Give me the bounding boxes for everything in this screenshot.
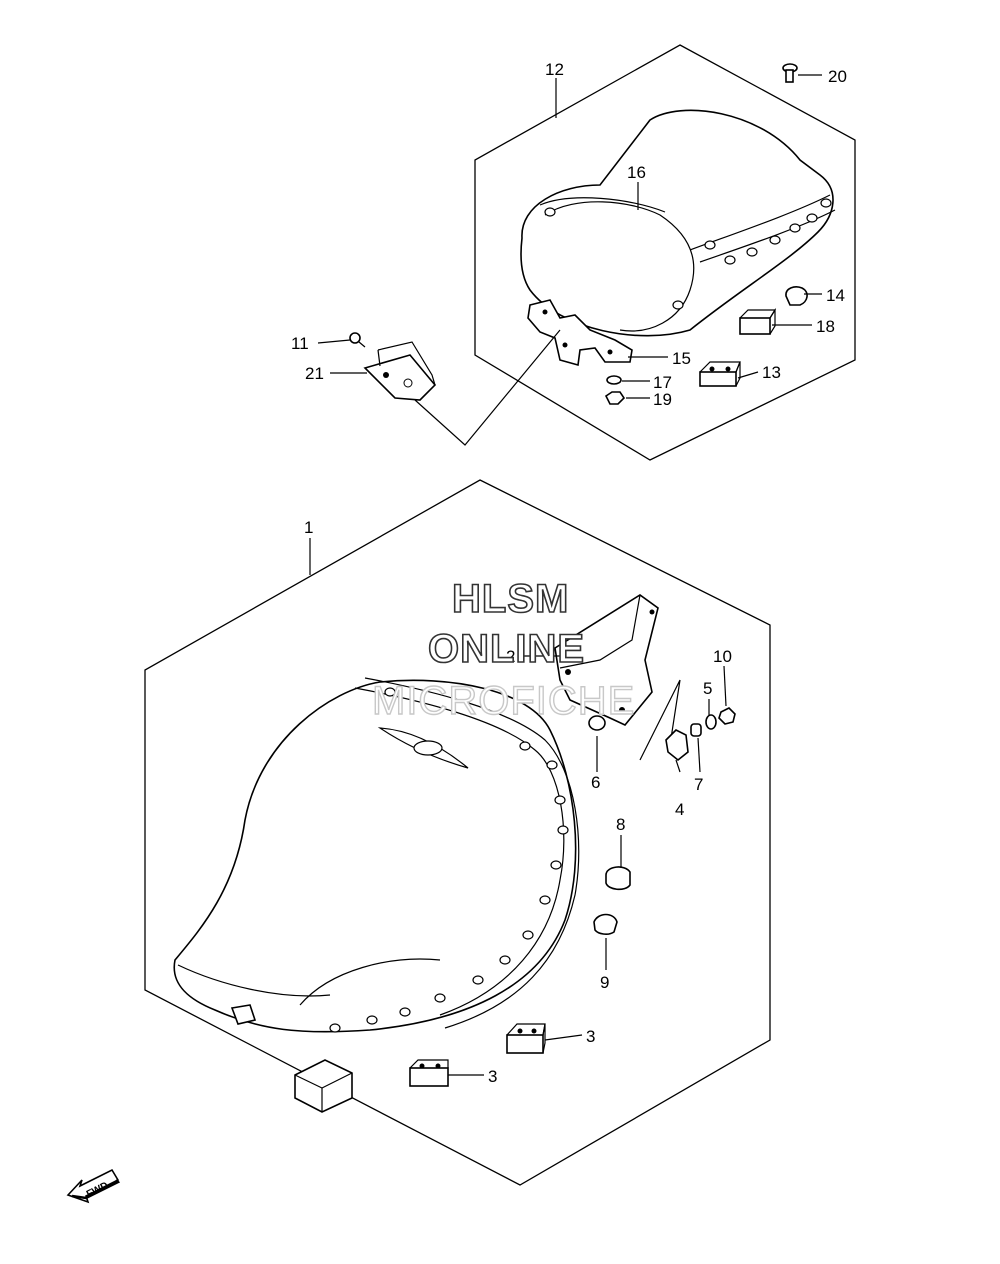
link-line <box>414 329 561 446</box>
nut-19 <box>604 391 626 405</box>
watermark-line-1: HLSM <box>452 577 569 621</box>
screw-20 <box>782 63 798 83</box>
callout-3b: 3 <box>488 1067 497 1086</box>
callout-19: 19 <box>653 390 672 409</box>
watermark: HLSM ONLINE MICROFICHE <box>371 576 635 724</box>
callout-3a: 3 <box>586 1027 595 1046</box>
callout-12: 12 <box>545 60 564 79</box>
bracket-2 <box>554 594 681 761</box>
callout-13: 13 <box>762 363 781 382</box>
cushion-13 <box>699 361 741 387</box>
bracket-15 <box>527 299 633 367</box>
cushion-14 <box>785 286 808 306</box>
grab-bracket-21 <box>363 341 437 401</box>
callout-18: 18 <box>816 317 835 336</box>
front-seat-1 <box>173 677 580 1033</box>
callout-labels: 12 20 16 14 18 11 15 21 13 17 19 1 2 10 … <box>291 60 847 1086</box>
callout-15: 15 <box>672 349 691 368</box>
callout-9: 9 <box>600 973 609 992</box>
collar-7 <box>690 723 702 737</box>
callout-2: 2 <box>506 647 515 666</box>
front-seat-assembly-outline <box>144 479 771 1186</box>
callout-5: 5 <box>703 679 712 698</box>
callout-21: 21 <box>305 364 324 383</box>
fwd-arrow: FWD <box>66 1168 121 1204</box>
cushion-3b <box>409 1059 449 1087</box>
callout-16: 16 <box>627 163 646 182</box>
cushion-3a <box>506 1023 546 1054</box>
kit-box <box>294 1059 353 1113</box>
bolt-11 <box>349 332 366 348</box>
watermark-line-3: MICROFICHE <box>372 679 635 723</box>
callout-10: 10 <box>713 647 732 666</box>
callout-20: 20 <box>828 67 847 86</box>
washer-17 <box>606 375 622 385</box>
clip-4 <box>665 729 689 762</box>
callout-8: 8 <box>616 815 625 834</box>
washer-5 <box>705 714 717 730</box>
leader-lines <box>309 74 822 1076</box>
callout-11: 11 <box>291 334 309 353</box>
callout-6: 6 <box>591 773 600 792</box>
watermark-line-2: ONLINE <box>428 627 585 671</box>
callout-14: 14 <box>826 286 845 305</box>
nut-10 <box>718 707 736 725</box>
cushion-18 <box>739 307 777 335</box>
washer-6 <box>588 715 606 731</box>
rear-seat-assembly-outline <box>474 44 856 461</box>
cushion-8 <box>605 866 631 891</box>
cushion-9 <box>593 913 618 935</box>
callout-1: 1 <box>304 518 313 537</box>
callout-4: 4 <box>675 800 684 819</box>
callout-17: 17 <box>653 373 672 392</box>
callout-7: 7 <box>694 775 703 794</box>
